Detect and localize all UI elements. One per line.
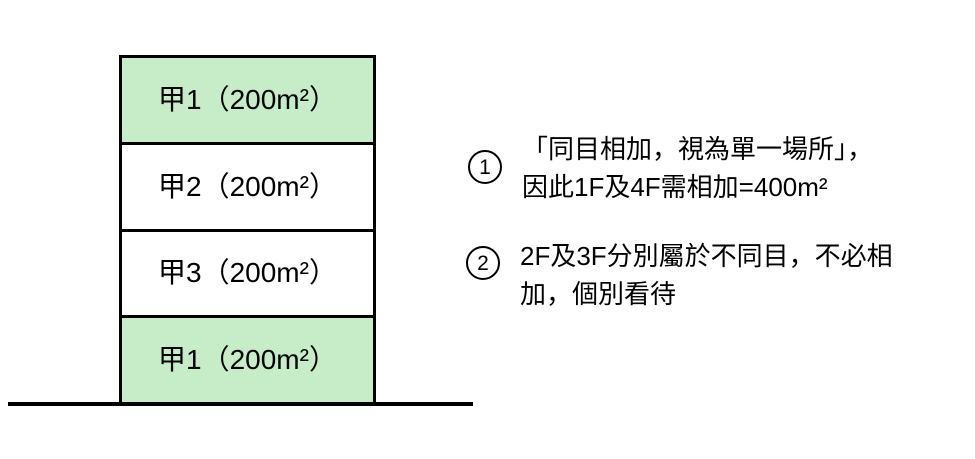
circled-number-1-icon: 1 xyxy=(468,150,502,184)
note-2-line-1: 2F及3F分別屬於不同目，不必相 xyxy=(520,241,893,271)
floor-row-3f: 甲2（200m²） xyxy=(122,144,373,232)
circled-number-2-icon: 2 xyxy=(466,246,500,280)
note-2-line-2: 加，個別看待 xyxy=(520,279,677,309)
floor-row-1f: 甲1（200m²） xyxy=(122,318,373,402)
note-2-text: 2F及3F分別屬於不同目，不必相 加，個別看待 xyxy=(520,237,893,313)
floor-label: 甲1（200m²） xyxy=(158,344,337,376)
floor-row-4f: 甲1（200m²） xyxy=(122,58,373,145)
note-1-text: 「同目相加，視為單一場所」， 因此1F及4F需相加=400m² xyxy=(522,130,873,206)
floor-label: 甲1（200m²） xyxy=(158,83,337,115)
note-1: 1 「同目相加，視為單一場所」， 因此1F及4F需相加=400m² xyxy=(468,130,873,206)
note-1-line-2: 因此1F及4F需相加=400m² xyxy=(522,172,828,202)
floor-row-2f: 甲3（200m²） xyxy=(122,231,373,319)
note-1-line-1: 「同目相加，視為單一場所」， xyxy=(522,134,874,164)
building-diagram: 甲1（200m²） 甲2（200m²） 甲3（200m²） 甲1（200m²） xyxy=(119,55,376,405)
floor-label: 甲2（200m²） xyxy=(158,170,337,202)
note-2: 2 2F及3F分別屬於不同目，不必相 加，個別看待 xyxy=(466,237,893,313)
floor-label: 甲3（200m²） xyxy=(158,257,337,289)
ground-line xyxy=(8,402,473,406)
